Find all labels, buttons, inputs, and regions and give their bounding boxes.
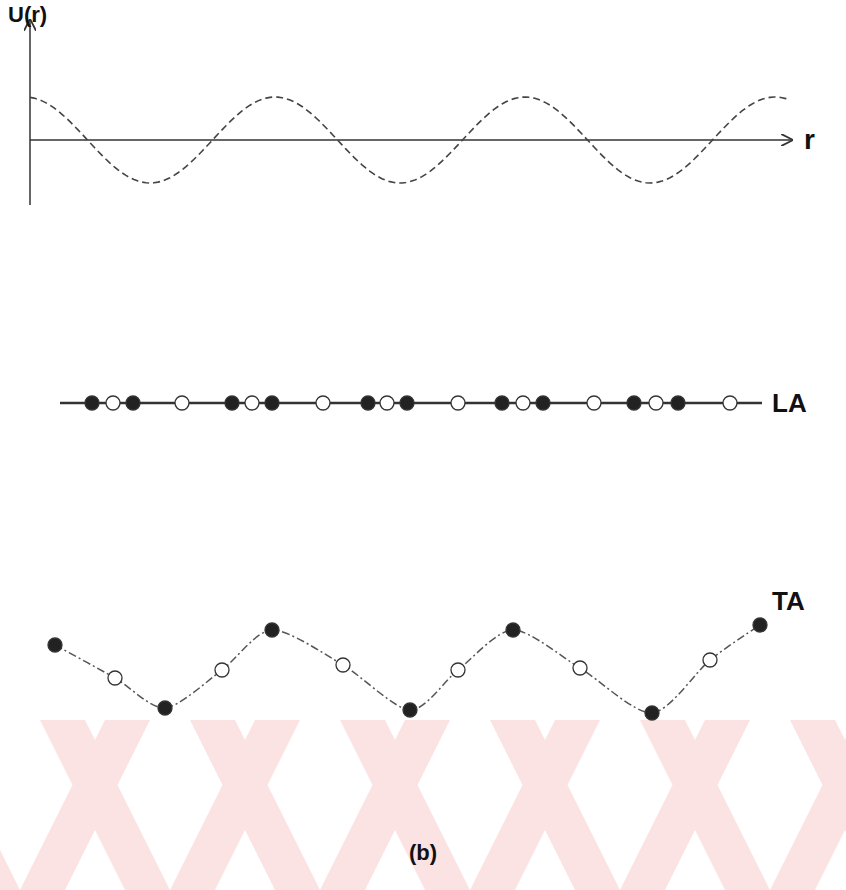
axis-label: U(r) (8, 4, 47, 26)
filled-atom (158, 701, 172, 715)
watermark (0, 720, 846, 890)
open-atom (175, 396, 189, 410)
potential-curve (30, 97, 790, 183)
subfigure-label: (b) (409, 842, 437, 864)
open-atom (649, 396, 663, 410)
y-axis (29, 20, 31, 205)
open-atom (215, 663, 229, 677)
watermark-chevron (790, 720, 846, 890)
filled-atom (671, 396, 685, 410)
x-axis (30, 139, 792, 141)
filled-atom (495, 396, 509, 410)
open-atom (573, 661, 587, 675)
filled-atom (361, 396, 375, 410)
filled-atom (403, 703, 417, 717)
mode-label: TA (772, 588, 805, 614)
open-atom (723, 396, 737, 410)
mode-label: LA (772, 390, 807, 416)
open-atom (316, 396, 330, 410)
open-atom (451, 663, 465, 677)
ta-wave (55, 625, 760, 713)
open-atom (380, 396, 394, 410)
filled-atom (126, 396, 140, 410)
curves (30, 97, 790, 713)
filled-atom (265, 396, 279, 410)
axis-label: r (804, 126, 815, 154)
filled-atom (753, 618, 767, 632)
open-atom (587, 396, 601, 410)
open-atom (336, 658, 350, 672)
open-atom (245, 396, 259, 410)
filled-atom (265, 623, 279, 637)
open-atom (516, 396, 530, 410)
filled-atom (536, 396, 550, 410)
filled-atom (48, 638, 62, 652)
filled-atom (400, 396, 414, 410)
open-atom (703, 653, 717, 667)
filled-atom (225, 396, 239, 410)
open-atom (108, 671, 122, 685)
filled-atom (506, 623, 520, 637)
filled-atom (645, 706, 659, 720)
atoms (48, 396, 767, 720)
open-atom (451, 396, 465, 410)
filled-atom (627, 396, 641, 410)
filled-atom (85, 396, 99, 410)
open-atom (106, 396, 120, 410)
